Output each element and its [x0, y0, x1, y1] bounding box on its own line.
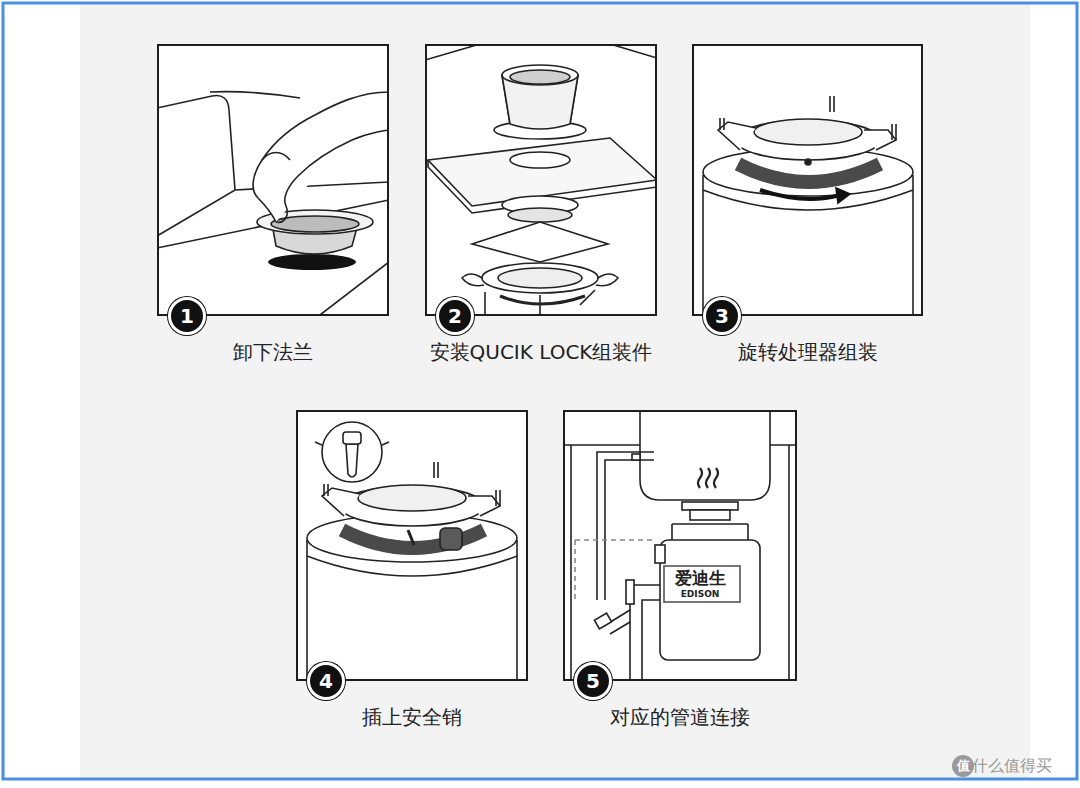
- step-number-text: 1: [180, 304, 194, 328]
- step-caption: 旋转处理器组装: [662, 340, 953, 364]
- step-number: 3: [703, 297, 741, 335]
- step-panel: 插上安全销4: [296, 410, 528, 681]
- safety-pin-drawing: [307, 422, 517, 680]
- step-caption: 安装QUCIK LOCK组装件: [395, 340, 687, 364]
- step-number-text: 3: [715, 304, 729, 328]
- watermark-icon-text: 值: [957, 757, 970, 775]
- step-panel: 卸下法兰1: [157, 44, 389, 316]
- step-number: 5: [574, 662, 612, 700]
- step-caption: 卸下法兰: [127, 340, 419, 364]
- outer-frame: [3, 3, 1077, 779]
- brand-logo: 爱迪生: [675, 567, 726, 590]
- step-number: 2: [436, 297, 474, 335]
- step-caption: 插上安全销: [266, 705, 558, 729]
- watermark: 什么值得买: [972, 756, 1052, 777]
- step-panel: 旋转处理器组装3: [692, 44, 923, 316]
- pipe-connection-drawing: [563, 410, 797, 680]
- step-number: 4: [307, 662, 345, 700]
- content-ground: [80, 4, 1030, 780]
- rotate-disposer-drawing: [703, 96, 913, 315]
- flange-removal-drawing: [157, 92, 389, 315]
- step-number: 1: [168, 297, 206, 335]
- step-panel: 安装QUCIK LOCK组装件2: [425, 44, 657, 316]
- quick-lock-drawing: [425, 44, 657, 315]
- step-panel: 对应的管道连接5: [563, 410, 797, 681]
- watermark-icon: [952, 755, 974, 777]
- step-number-text: 2: [448, 304, 462, 328]
- step-number-text: 5: [586, 669, 600, 693]
- step-caption: 对应的管道连接: [533, 705, 827, 729]
- step-number-text: 4: [319, 669, 333, 693]
- brand-name: EDISON: [681, 589, 720, 599]
